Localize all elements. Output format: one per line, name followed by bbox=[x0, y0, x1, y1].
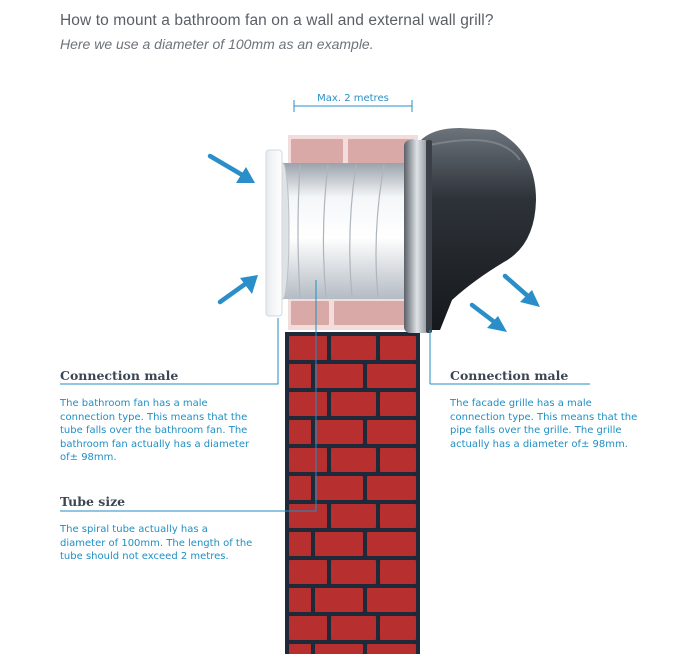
arrowhead-icon bbox=[487, 316, 507, 332]
page-title: How to mount a bathroom fan on a wall an… bbox=[60, 12, 494, 29]
page-subtitle: Here we use a diameter of 100mm as an ex… bbox=[60, 36, 374, 52]
leader-lines bbox=[60, 280, 590, 512]
tube-size-heading: Tube size bbox=[60, 494, 126, 509]
description-line: pipe falls over the grille. The grille bbox=[450, 425, 622, 436]
right-connection-description: The facade grille has a male connection … bbox=[450, 397, 637, 451]
description-line: connection type. This means that the bbox=[60, 411, 248, 423]
arrowhead-icon bbox=[520, 290, 540, 307]
description-line: The bathroom fan has a male bbox=[60, 398, 208, 409]
bathroom-fan-plate bbox=[265, 149, 283, 317]
left-connection-description: The bathroom fan has a male connection t… bbox=[60, 397, 249, 465]
facade-grille bbox=[404, 128, 536, 333]
description-line: The spiral tube actually has a bbox=[60, 524, 208, 535]
description-line: The facade grille has a male bbox=[450, 398, 592, 409]
arrowhead-icon bbox=[240, 275, 258, 294]
outflow-arrow-bottom bbox=[469, 302, 500, 327]
right-connection-heading: Connection male bbox=[450, 368, 569, 383]
outflow-arrow-top bbox=[502, 273, 533, 301]
description-line: actually has a diameter of± 98mm. bbox=[450, 438, 628, 450]
airflow-arrows bbox=[207, 153, 540, 332]
arrowhead-icon bbox=[236, 167, 255, 183]
dimension-marker bbox=[293, 100, 413, 112]
description-line: tube falls over the bathroom fan. The bbox=[60, 425, 248, 436]
description-line: bathroom fan actually has a diameter bbox=[60, 438, 250, 450]
inflow-arrow-top bbox=[207, 153, 247, 179]
brick-wall bbox=[285, 332, 420, 654]
description-line: of± 98mm. bbox=[60, 452, 117, 463]
tube-size-description: The spiral tube actually has a diameter … bbox=[60, 523, 252, 564]
description-line: diameter of 100mm. The length of the bbox=[60, 537, 253, 549]
description-line: tube should not exceed 2 metres. bbox=[60, 551, 229, 562]
inflow-arrow-bottom bbox=[217, 279, 251, 305]
dimension-label: Max. 2 metres bbox=[317, 93, 389, 104]
description-line: connection type. This means that the bbox=[450, 411, 638, 423]
spiral-tube bbox=[276, 162, 411, 300]
left-connection-heading: Connection male bbox=[60, 368, 179, 383]
